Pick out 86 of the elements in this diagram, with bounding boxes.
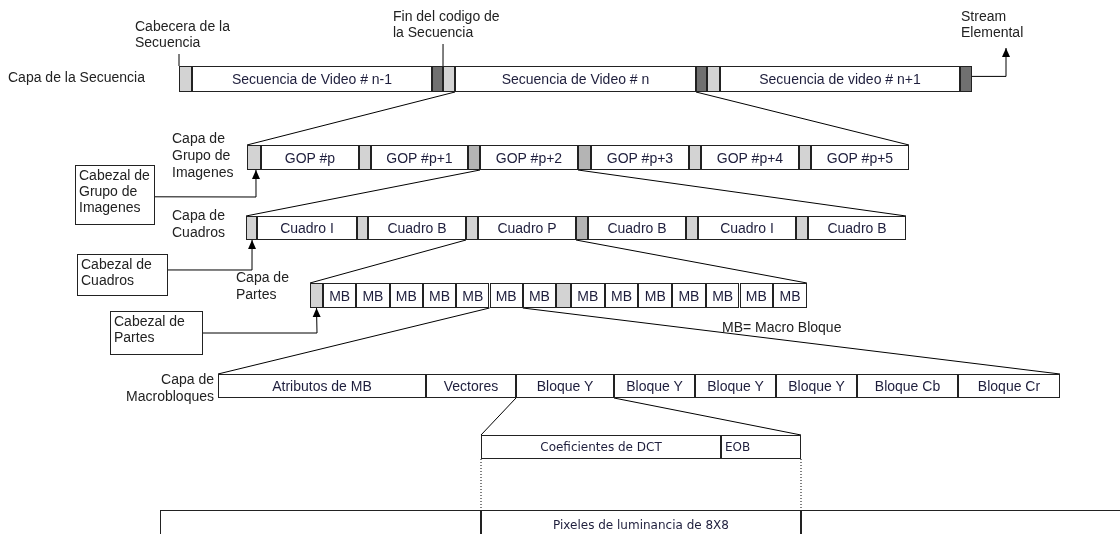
layer-label: Capa de la Secuencia [8,69,146,86]
connector-line [246,91,456,146]
stream-segment: Atributos de MB [218,374,426,398]
callout-text: Stream Elemental [961,8,1036,48]
header-bar [359,145,371,170]
stream-segment: Secuencia de Video # n-1 [192,66,432,92]
stream-segment: MB [456,283,490,308]
stream-segment: MB [638,283,673,308]
data-segment: EOB [721,435,801,459]
dotted-line [800,458,802,511]
arrow [154,169,260,198]
header-bar [246,216,257,240]
stream-segment: Secuencia de Video # n [455,66,696,92]
stream-segment: Bloque Y [614,374,695,398]
stream-segment: Cuadro I [698,216,796,240]
stream-segment: MB [739,283,774,308]
stream-segment: Bloque Cr [958,374,1060,398]
stream-segment: Cuadro B [808,216,906,240]
header-bar [556,283,571,308]
stream-segment: GOP #p+3 [591,145,689,170]
callout-box: Cabezal de Grupo de Imagenes [75,165,155,225]
data-segment: Pixeles de luminancia de 8X8 [481,510,801,534]
stream-segment: GOP #p+4 [701,145,799,170]
data-segment: Coeficientes de DCT [481,435,721,459]
dotted-line [480,458,482,511]
connector-line [217,307,490,375]
connector-line [695,91,910,146]
connector-line [245,169,481,217]
stream-segment: Cuadro P [478,216,576,240]
header-bar [179,66,192,92]
stream-segment: Cuadro B [368,216,466,240]
header-bar [796,216,808,240]
connector-line [442,43,444,67]
callout-box: Cabezal de Partes [110,311,203,355]
callout-text: Fin del codigo de la Secuencia [393,8,513,44]
header-bar [576,216,588,240]
end-code-bar [696,66,707,92]
stream-segment: Bloque Cb [857,374,958,398]
stream-segment: GOP #p+2 [480,145,578,170]
layer-label: Capa de Cuadros [172,207,226,241]
arrow [971,47,1010,77]
header-bar [578,145,591,170]
callout-box: Cabezal de Cuadros [77,254,168,296]
connector-line [480,397,517,436]
stream-segment: Secuencia de video # n+1 [720,66,960,92]
stream-segment: GOP #p [261,145,359,170]
header-bar [310,283,323,308]
stream-segment: MB [773,283,807,308]
stream-segment: MB [705,283,740,308]
layer-label: MB= Macro Bloque [722,319,843,336]
callout-text: Cabecera de la Secuencia [135,18,235,54]
arrow [167,239,257,271]
stream-segment: GOP #p+5 [811,145,909,170]
header-bar [689,145,701,170]
header-bar [686,216,698,240]
stream-segment: MB [422,283,457,308]
stream-segment: MB [356,283,390,308]
stream-segment: MB [571,283,605,308]
end-code-bar [432,66,443,92]
stream-segment: Cuadro B [588,216,686,240]
arrow [202,307,321,334]
stream-segment: Cuadro I [257,216,357,240]
stream-segment: MB [389,283,423,308]
header-bar [468,145,480,170]
layer-label: Capa de Partes [236,269,290,303]
stream-segment: GOP #p+1 [371,145,468,170]
end-code-bar [960,66,972,92]
stream-segment: MB [672,283,706,308]
connector-line [309,239,467,284]
stream-segment: MB [604,283,639,308]
stream-segment: MB [323,283,357,308]
stream-segment: MB [489,283,523,308]
header-bar [707,66,720,92]
header-bar [357,216,368,240]
header-bar [247,145,261,170]
stream-segment: Vectores [426,374,516,398]
header-bar [799,145,811,170]
header-bar [466,216,478,240]
header-bar [443,66,455,92]
stream-segment: Bloque Y [516,374,614,398]
stream-segment: Bloque Y [695,374,776,398]
stream-segment: MB [522,283,557,308]
layer-label: Capa de Grupo de Imagenes [172,130,235,181]
layer-label: Capa de Macrobloques [125,371,214,405]
stream-segment: Bloque Y [776,374,857,398]
connector-line [178,53,180,67]
